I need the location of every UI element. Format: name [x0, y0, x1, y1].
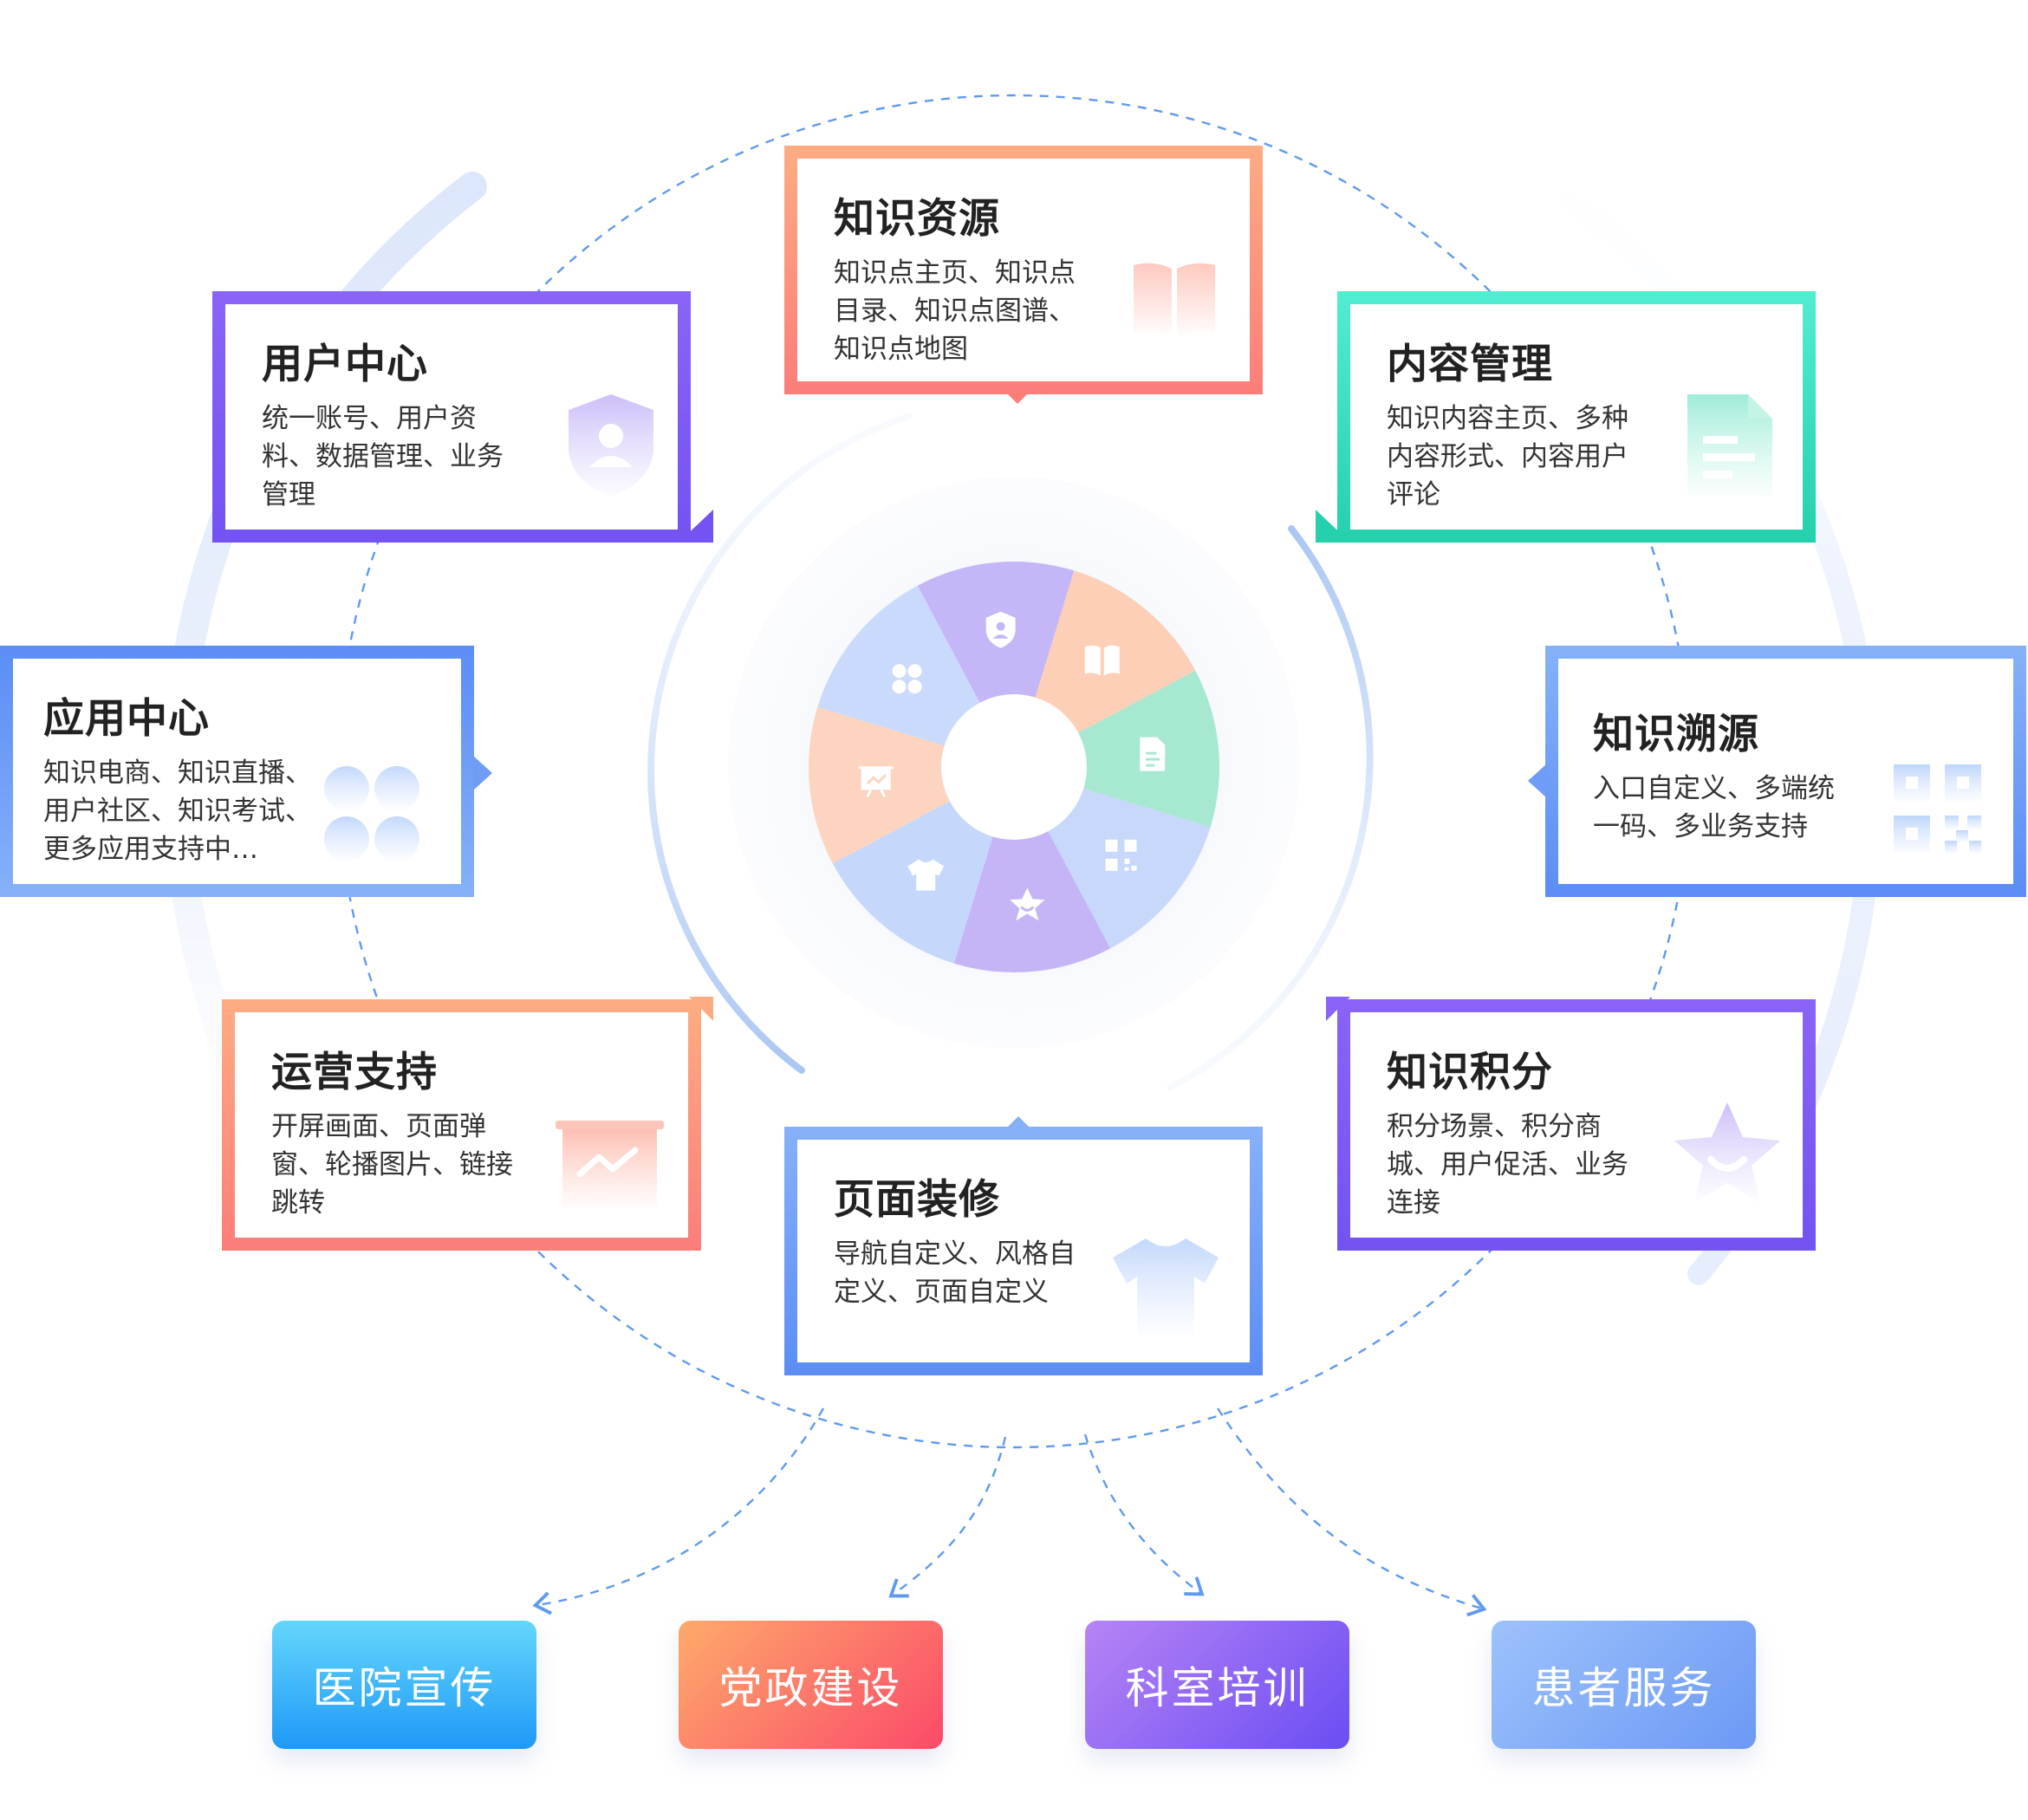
- presentation-chart-icon: [556, 1121, 664, 1207]
- wheel-segment: [809, 706, 1014, 864]
- star-icon: [1010, 887, 1045, 921]
- card-app-center: 应用中心 知识电商、知识直播、 用户社区、知识考试、 更多应用支持中…: [0, 646, 474, 897]
- outer-ring-right-arc: [1427, 110, 1882, 1285]
- qr-code-icon: [1894, 764, 1981, 853]
- card-description: 积分场景、积分商 城、用户促活、业务 连接: [1387, 1111, 1628, 1219]
- user-shield-icon: [985, 611, 1016, 648]
- document-icon: [1140, 737, 1166, 771]
- scenario-patient-service[interactable]: 患者服务: [1492, 1621, 1756, 1749]
- arrow-to-party-building: [888, 1436, 1007, 1598]
- card-pointer: [1005, 392, 1030, 404]
- arrow-to-patient-service: [1216, 1407, 1487, 1617]
- card-title: 知识溯源: [1593, 711, 1759, 758]
- scenario-label: 患者服务: [1531, 1663, 1716, 1713]
- card-knowledge-points: 知识积分 积分场景、积分商 城、用户促活、业务 连接: [1337, 999, 1816, 1251]
- wheel-hub: [941, 694, 1087, 840]
- card-description: 开屏画面、页面弹 窗、轮播图片、链接 跳转: [271, 1111, 513, 1219]
- book-icon: [1084, 645, 1120, 676]
- card-title: 运营支持: [271, 1049, 438, 1096]
- card-pointer: [679, 510, 713, 543]
- scenario-party-building[interactable]: 党政建设: [679, 1621, 943, 1749]
- inner-arc-left: [647, 413, 913, 1074]
- presentation-chart-icon: [858, 766, 894, 798]
- card-description: 知识点主页、知识点 目录、知识点图谱、 知识点地图: [834, 257, 1076, 365]
- user-shield-icon: [569, 394, 653, 497]
- card-title: 知识积分: [1387, 1049, 1553, 1096]
- apps-grid-icon: [892, 664, 922, 694]
- wheel-segment: [953, 767, 1111, 973]
- card-title: 应用中心: [43, 695, 210, 743]
- card-page-decoration: 页面装修 导航自定义、风格自 定义、页面自定义: [784, 1127, 1263, 1375]
- scenario-label: 党政建设: [718, 1663, 903, 1713]
- card-knowledge-trace: 知识溯源 入口自定义、多端统 一码、多业务支持: [1545, 646, 2026, 897]
- star-icon: [1674, 1102, 1780, 1203]
- card-content-management: 内容管理 知识内容主页、多种 内容形式、内容用户 评论: [1337, 291, 1816, 543]
- card-title: 页面装修: [834, 1176, 1000, 1224]
- apps-grid-icon: [324, 766, 419, 861]
- inner-arc-right: [1167, 525, 1374, 1091]
- card-title: 知识资源: [834, 195, 1000, 243]
- card-operation-support: 运营支持 开屏画面、页面弹 窗、轮播图片、链接 跳转: [222, 999, 701, 1251]
- scenario-hospital-promotion[interactable]: 医院宣传: [272, 1621, 536, 1749]
- book-icon: [1134, 263, 1215, 338]
- card-description: 导航自定义、风格自 定义、页面自定义: [834, 1238, 1076, 1308]
- card-user-center: 用户中心 统一账号、用户资 料、数据管理、业务 管理: [212, 291, 691, 543]
- card-pointer: [473, 756, 492, 790]
- card-pointer: [1316, 510, 1350, 543]
- card-pointer: [1008, 1116, 1029, 1127]
- arrow-to-department-training: [1083, 1433, 1205, 1596]
- wheel-segment: [917, 562, 1075, 767]
- scenario-label: 医院宣传: [312, 1663, 497, 1713]
- tshirt-icon: [1113, 1238, 1219, 1336]
- card-description: 入口自定义、多端统 一码、多业务支持: [1593, 773, 1835, 842]
- card-description: 统一账号、用户资 料、数据管理、业务 管理: [262, 403, 504, 510]
- arrow-to-hospital-promotion: [532, 1407, 825, 1615]
- qr-code-icon: [1105, 839, 1137, 871]
- card-pointer: [1528, 764, 1547, 798]
- card-title: 内容管理: [1387, 341, 1553, 388]
- wheel-segment: [1014, 670, 1219, 828]
- tshirt-icon: [907, 859, 945, 891]
- card-description: 知识内容主页、多种 内容形式、内容用户 评论: [1387, 403, 1628, 510]
- card-pointer: [1326, 997, 1350, 1021]
- scenario-department-training[interactable]: 科室培训: [1085, 1621, 1349, 1749]
- card-knowledge-resource: 知识资源 知识点主页、知识点 目录、知识点图谱、 知识点地图: [784, 146, 1263, 394]
- card-title: 用户中心: [262, 341, 428, 388]
- scenario-label: 科室培训: [1125, 1663, 1310, 1713]
- card-description: 知识电商、知识直播、 用户社区、知识考试、 更多应用支持中…: [43, 757, 312, 865]
- document-icon: [1687, 394, 1772, 497]
- card-pointer: [689, 997, 713, 1021]
